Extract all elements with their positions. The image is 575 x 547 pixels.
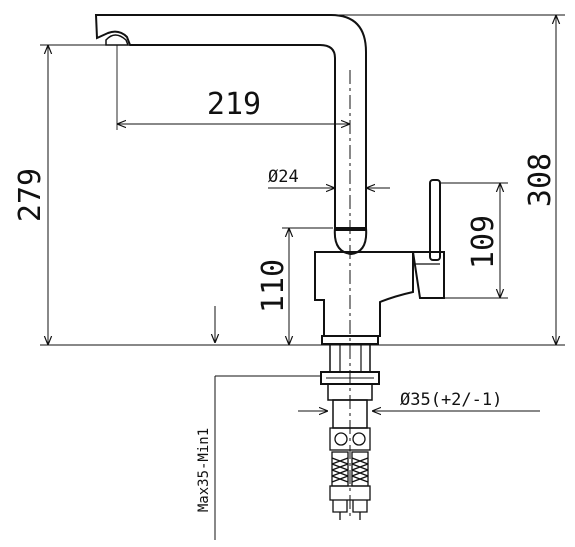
- spout-diameter-value: Ø24: [268, 167, 299, 187]
- body-height-value: 110: [256, 259, 291, 313]
- base-ring: [321, 335, 379, 345]
- lever-handle: [429, 179, 441, 261]
- total-height-value: 308: [523, 153, 558, 207]
- handle-height-value: 109: [466, 215, 501, 269]
- mixer-body: [314, 251, 414, 337]
- spout-collar: [333, 227, 368, 256]
- deck-thickness-value: Max35-Min1: [196, 428, 212, 512]
- spout-shape: [94, 14, 367, 231]
- spout-height-value: 279: [13, 168, 48, 222]
- faucet-outline: [94, 14, 445, 429]
- reach-value: 219: [207, 87, 261, 122]
- hole-diameter-value: Ø35(+2/-1): [400, 390, 502, 410]
- aerator: [105, 34, 130, 46]
